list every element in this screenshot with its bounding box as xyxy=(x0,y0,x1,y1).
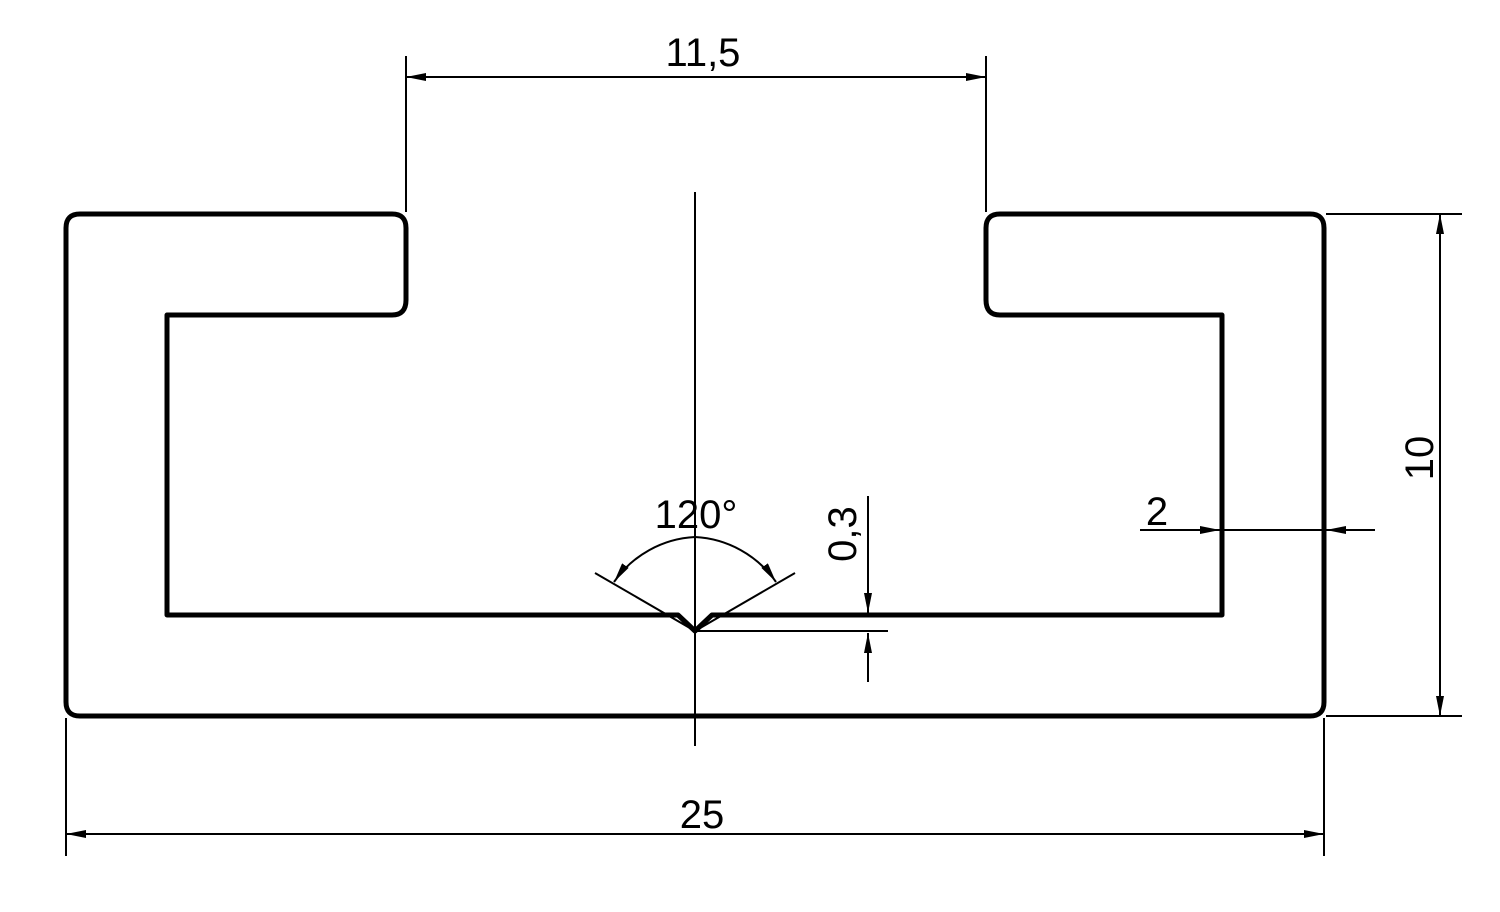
opening-width-label: 11,5 xyxy=(666,31,741,75)
dimension-groove-depth: 0,3 xyxy=(697,496,888,682)
dimension-groove-angle: 120° xyxy=(594,493,796,632)
total-width-label: 25 xyxy=(680,793,725,837)
groove-depth-label: 0,3 xyxy=(821,506,865,562)
dimension-total-width: 25 xyxy=(65,718,1325,856)
profile-outline xyxy=(63,211,1327,719)
wall-thickness-label: 2 xyxy=(1146,490,1168,534)
groove-angle-label: 120° xyxy=(655,493,738,537)
total-height-label: 10 xyxy=(1398,436,1442,481)
dimension-wall-thickness: 2 xyxy=(1140,490,1375,534)
dimension-total-height: 10 xyxy=(1326,213,1462,717)
dimension-opening-width: 11,5 xyxy=(405,31,987,212)
